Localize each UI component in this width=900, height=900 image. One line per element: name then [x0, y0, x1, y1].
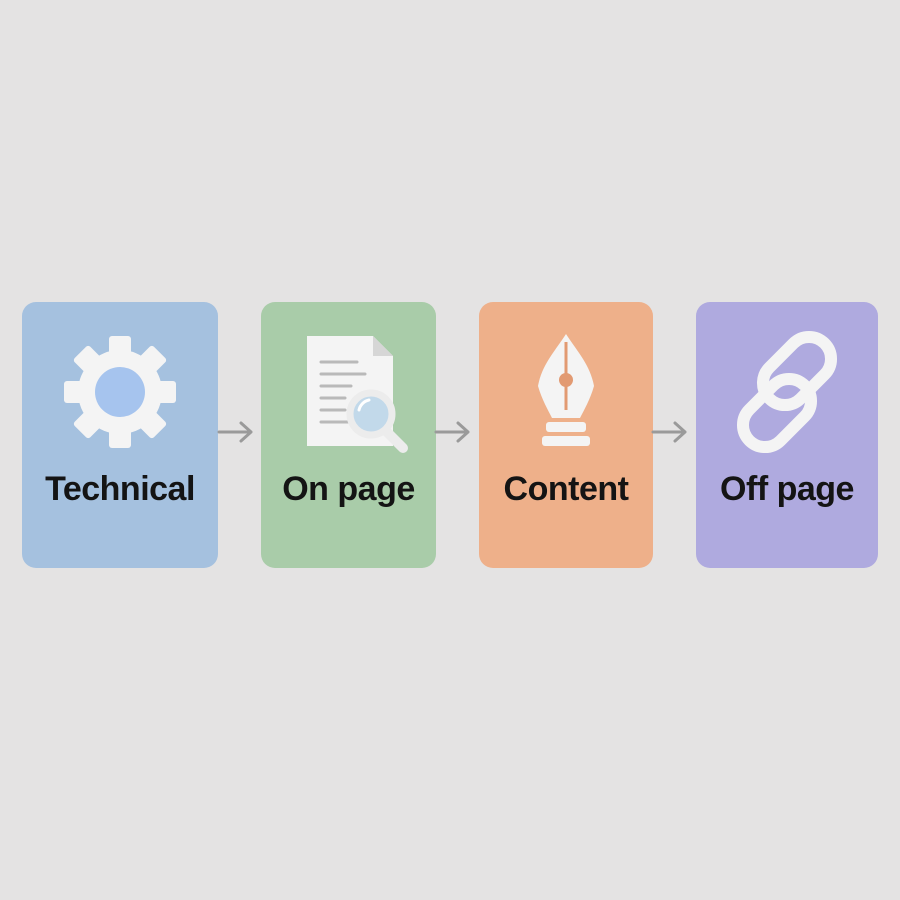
- step-card-off-page: Off page: [696, 302, 878, 568]
- gear-icon: [22, 330, 218, 454]
- link-icon: [696, 330, 878, 454]
- arrow-right-icon: [434, 421, 470, 443]
- arrow-right-icon: [651, 421, 687, 443]
- step-card-content: Content: [479, 302, 653, 568]
- step-label: Content: [503, 470, 629, 508]
- step-card-technical: Technical: [22, 302, 218, 568]
- pen-nib-icon: [479, 330, 653, 454]
- step-label: On page: [282, 470, 415, 508]
- step-label: Off page: [720, 470, 854, 508]
- step-card-on-page: On page: [261, 302, 436, 568]
- document-search-icon: [261, 330, 436, 454]
- step-label: Technical: [45, 470, 195, 508]
- arrow-right-icon: [217, 421, 253, 443]
